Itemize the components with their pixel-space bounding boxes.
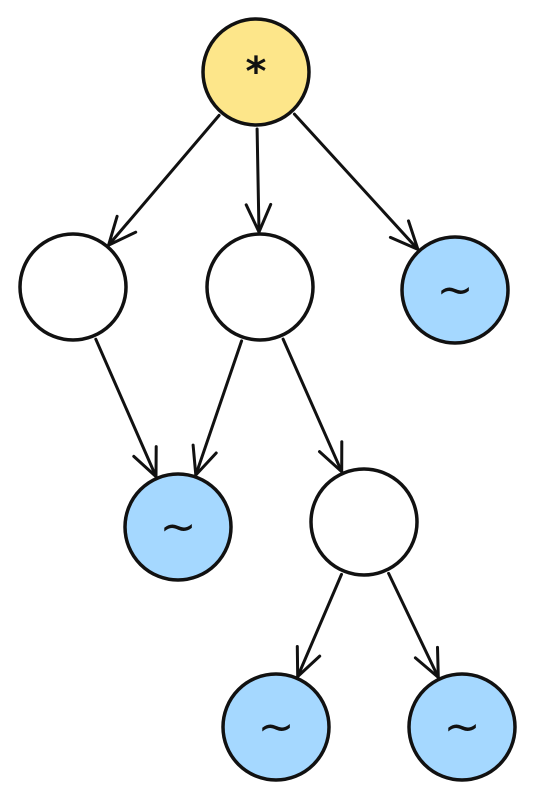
arrowhead <box>132 445 158 479</box>
edge-root-to-left <box>107 113 221 247</box>
nodes-layer: * ~ ~ ~ ~ <box>18 17 517 782</box>
node-middle <box>205 232 315 342</box>
node-left <box>18 232 128 342</box>
node-shared-leaf: ~ <box>123 472 233 582</box>
edge-middle-to-lower-internal <box>281 337 344 474</box>
internal-node-circle <box>18 232 128 342</box>
node-bottom-right-leaf: ~ <box>407 672 517 782</box>
edge-root-to-right-leaf <box>292 112 420 251</box>
edge-middle-to-shared-leaf <box>191 339 244 477</box>
asterisk-symbol: * <box>246 49 267 95</box>
node-bottom-left-leaf: ~ <box>221 672 331 782</box>
internal-node-circle <box>205 232 315 342</box>
tilde-symbol: ~ <box>258 702 295 753</box>
arrowhead <box>388 219 420 251</box>
tilde-symbol: ~ <box>160 502 197 553</box>
arrowhead <box>295 645 322 678</box>
node-root: * <box>201 17 311 127</box>
root-node-circle <box>201 17 311 127</box>
arrowhead <box>107 214 138 247</box>
leaf-node-circle <box>400 235 510 345</box>
internal-node-circle <box>309 467 419 577</box>
node-right-leaf: ~ <box>400 235 510 345</box>
leaf-node-circle <box>221 672 331 782</box>
edges-layer <box>94 112 440 679</box>
edge-lower-internal-to-bottom-right-leaf <box>387 571 440 679</box>
arrowhead <box>191 443 218 477</box>
node-lower-internal <box>309 467 419 577</box>
leaf-node-circle <box>123 472 233 582</box>
edge-lower-internal-to-bottom-left-leaf <box>295 572 343 678</box>
edge-root-to-middle <box>244 127 273 234</box>
leaf-node-circle <box>407 672 517 782</box>
edge-left-to-shared-leaf <box>94 337 158 479</box>
tilde-symbol: ~ <box>444 702 481 753</box>
tilde-symbol: ~ <box>437 265 474 316</box>
arrowhead <box>318 440 344 474</box>
arrowhead <box>413 645 440 679</box>
arrowhead <box>244 202 273 234</box>
